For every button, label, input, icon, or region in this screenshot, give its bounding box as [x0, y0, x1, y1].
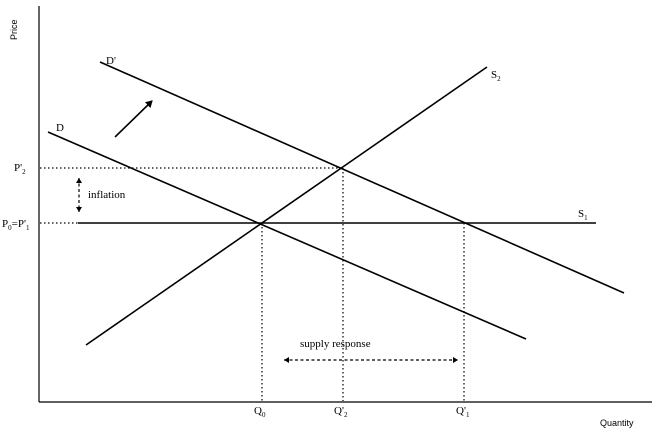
curve-label-d: D	[56, 122, 64, 134]
demand-shift-arrow	[114, 100, 153, 138]
y-axis-label: Price	[9, 19, 19, 40]
curve-label-s1: S1	[578, 208, 588, 222]
inflation-label: inflation	[88, 189, 126, 201]
price-label-p0-p1: P0=P'1	[2, 218, 30, 232]
curve-label-s2: S2	[491, 69, 501, 83]
demand-curve-d-prime	[99, 61, 625, 294]
quantity-label-q2-prime: Q'2	[334, 405, 348, 419]
x-axis-label: Quantity	[600, 418, 634, 428]
price-label-p2-prime: P'2	[14, 162, 26, 176]
quantity-label-q1-prime: Q'1	[456, 405, 470, 419]
supply-response-label: supply response	[300, 338, 371, 350]
demand-curve-d	[47, 131, 527, 340]
curve-label-d-prime: D'	[106, 55, 116, 67]
quantity-label-q0: Q0	[254, 405, 266, 419]
supply-curve-s2	[85, 66, 488, 346]
